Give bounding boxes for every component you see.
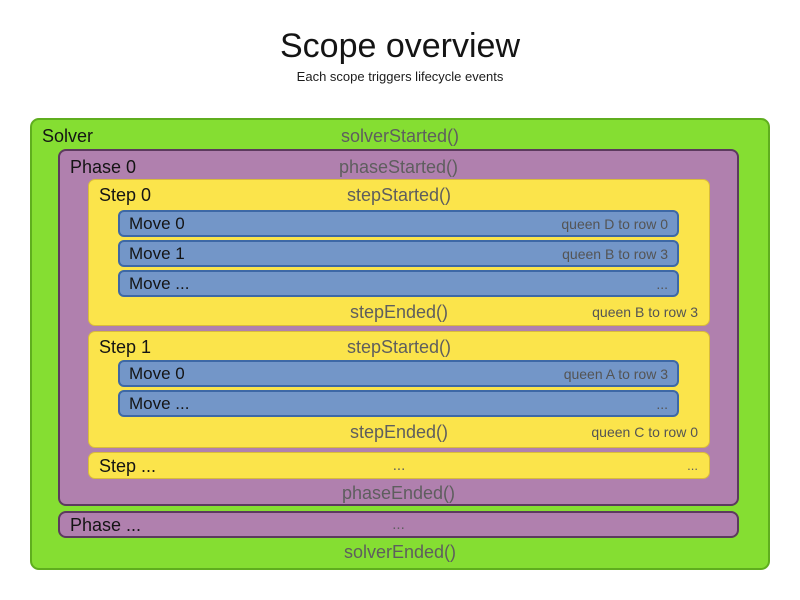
step-0-scope-box: stepStarted() Step 0 Move 0 queen D to r… bbox=[88, 179, 710, 326]
phase-more-label: Phase ... bbox=[70, 515, 142, 535]
move-row: Move ... ... bbox=[118, 270, 679, 297]
move-row: Move 0 queen A to row 3 bbox=[118, 360, 679, 387]
phase-more-scope-box: ... Phase ... bbox=[58, 511, 739, 538]
phase-more-center-dots: ... bbox=[392, 516, 405, 533]
move-row: Move ... ... bbox=[118, 390, 679, 417]
step-more-center-dots: ... bbox=[392, 457, 406, 474]
solver-scope-box: solverStarted() Solver phaseStarted() Ph… bbox=[30, 118, 770, 570]
phase-0-scope-box: phaseStarted() Phase 0 stepStarted() Ste… bbox=[58, 149, 739, 506]
phase-0-footer-row: phaseEnded() bbox=[60, 481, 737, 505]
solver-label: Solver bbox=[42, 126, 94, 146]
step-0-header-row: stepStarted() Step 0 bbox=[89, 183, 709, 207]
solver-ended-event: solverEnded() bbox=[343, 542, 457, 562]
move-label: Move 0 bbox=[129, 213, 185, 233]
step-1-label: Step 1 bbox=[99, 337, 152, 357]
step-ended-note: queen C to row 0 bbox=[591, 424, 698, 440]
phase-started-event: phaseStarted() bbox=[338, 157, 459, 177]
step-more-label: Step ... bbox=[99, 456, 157, 476]
step-ended-event: stepEnded() bbox=[349, 302, 449, 322]
step-more-scope-box: ... Step ... ... bbox=[88, 452, 710, 479]
solver-footer-row: solverEnded() bbox=[32, 540, 768, 564]
step-1-scope-box: stepStarted() Step 1 Move 0 queen A to r… bbox=[88, 331, 710, 448]
move-label: Move ... bbox=[129, 393, 190, 413]
diagram-title: Scope overview bbox=[279, 27, 520, 65]
step-ended-note: queen B to row 3 bbox=[592, 304, 698, 320]
move-row: Move 0 queen D to row 0 bbox=[118, 210, 679, 237]
move-label: Move 1 bbox=[129, 243, 185, 263]
step-0-label: Step 0 bbox=[99, 185, 152, 205]
step-started-event: stepStarted() bbox=[346, 337, 452, 357]
step-more-row: ... Step ... ... bbox=[89, 454, 709, 478]
step-0-footer-row: stepEnded() queen B to row 3 bbox=[89, 300, 709, 324]
solver-started-event: solverStarted() bbox=[340, 126, 460, 146]
phase-more-row: ... Phase ... bbox=[60, 513, 737, 537]
step-1-header-row: stepStarted() Step 1 bbox=[89, 335, 709, 359]
step-ended-event: stepEnded() bbox=[349, 422, 449, 442]
step-more-right-dots: ... bbox=[687, 458, 698, 473]
phase-0-label: Phase 0 bbox=[70, 157, 137, 177]
move-label: Move 0 bbox=[129, 363, 185, 383]
move-note: queen A to row 3 bbox=[563, 365, 668, 382]
step-started-event: stepStarted() bbox=[346, 185, 452, 205]
move-note: ... bbox=[656, 395, 668, 412]
move-label: Move ... bbox=[129, 273, 190, 293]
move-note: queen B to row 3 bbox=[562, 245, 668, 262]
phase-0-header-row: phaseStarted() Phase 0 bbox=[60, 155, 737, 179]
move-row: Move 1 queen B to row 3 bbox=[118, 240, 679, 267]
step-1-footer-row: stepEnded() queen C to row 0 bbox=[89, 420, 709, 444]
move-note: ... bbox=[656, 275, 668, 292]
diagram-subtitle: Each scope triggers lifecycle events bbox=[296, 69, 504, 84]
solver-header-row: solverStarted() Solver bbox=[32, 124, 768, 148]
phase-ended-event: phaseEnded() bbox=[341, 483, 456, 503]
move-note: queen D to row 0 bbox=[561, 215, 668, 232]
